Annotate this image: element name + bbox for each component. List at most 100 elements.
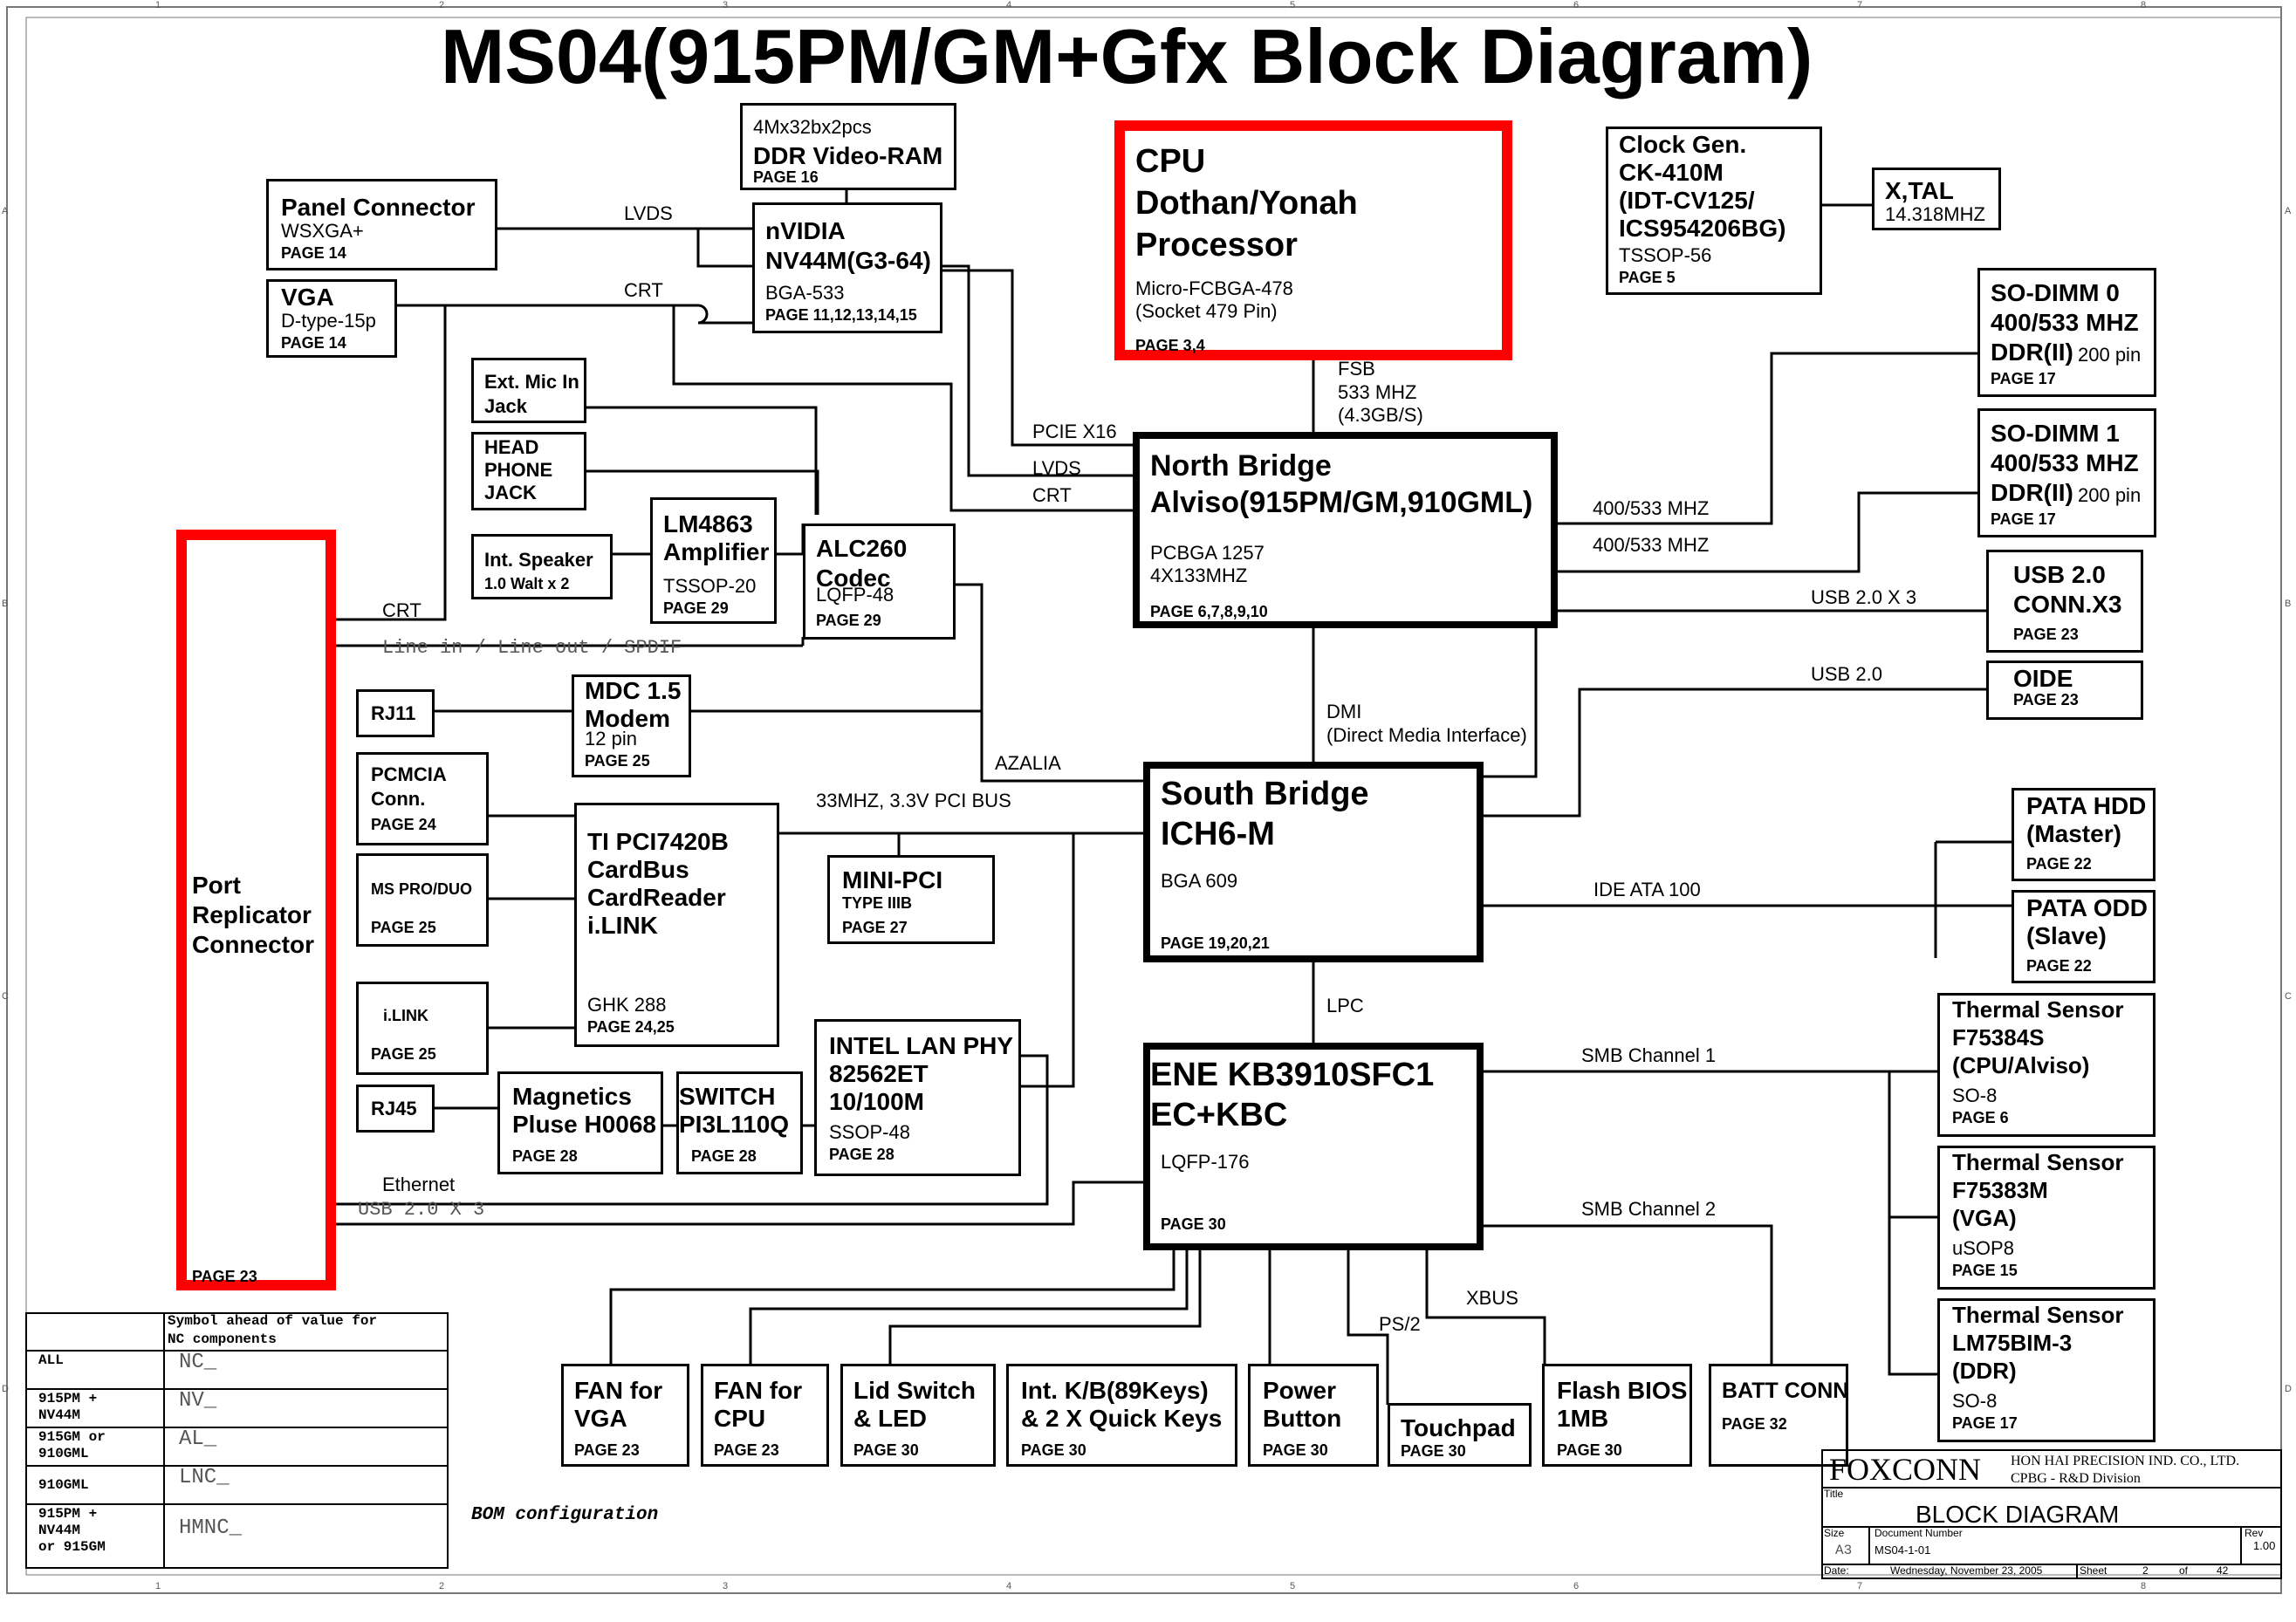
north-bridge-block: North Bridge Alviso(915PM/GM,910GML) PCB… bbox=[1133, 432, 1558, 628]
lm4863-package: TSSOP-20 bbox=[663, 575, 757, 597]
signal-dmi2: (Direct Media Interface) bbox=[1326, 724, 1527, 746]
ilink-name: i.LINK bbox=[383, 1007, 428, 1024]
therm1-name3: (CPU/Alviso) bbox=[1952, 1052, 2090, 1078]
signal-azalia: AZALIA bbox=[995, 752, 1061, 774]
frame-col-3-top: 3 bbox=[723, 0, 729, 10]
frame-col-7-top: 7 bbox=[1857, 0, 1863, 10]
clock-page: PAGE 5 bbox=[1619, 269, 1676, 286]
lan-name2: 82562ET bbox=[829, 1060, 929, 1087]
ene-name1: ENE KB3910SFC1 bbox=[1150, 1057, 1435, 1093]
page-title: MS04(915PM/GM+Gfx Block Diagram) bbox=[441, 13, 1813, 99]
ti-name2: CardBus bbox=[587, 856, 689, 883]
ti-page: PAGE 24,25 bbox=[587, 1018, 675, 1036]
nvidia-name1: nVIDIA bbox=[765, 217, 846, 244]
panel-page: PAGE 14 bbox=[281, 244, 346, 262]
alc260-package: LQFP-48 bbox=[816, 584, 894, 606]
bom-row4-config: 915PM + NV44M or 915GM bbox=[38, 1506, 106, 1556]
vga-name: VGA bbox=[281, 284, 334, 311]
nvidia-page: PAGE 11,12,13,14,15 bbox=[765, 306, 917, 324]
ene-name2: EC+KBC bbox=[1150, 1097, 1288, 1133]
frame-row-b-left: B bbox=[2, 599, 9, 609]
vga-block: VGA D-type-15p PAGE 14 bbox=[266, 279, 397, 358]
therm2-package: uSOP8 bbox=[1952, 1237, 2014, 1259]
minipci-page: PAGE 27 bbox=[842, 919, 908, 936]
rj45-name: RJ45 bbox=[371, 1098, 417, 1119]
panel-resolution: WSXGA+ bbox=[281, 220, 364, 242]
titleblock-of: 42 bbox=[2217, 1564, 2229, 1577]
bom-row1-symbol: NV_ bbox=[179, 1389, 217, 1413]
signal-lpc: LPC bbox=[1326, 995, 1364, 1016]
panel-connector-block: Panel Connector WSXGA+ PAGE 14 bbox=[266, 179, 497, 270]
frame-row-d-right: D bbox=[2285, 1384, 2292, 1394]
bom-row3-config: 910GML bbox=[38, 1477, 89, 1493]
xtal-frequency: 14.318MHZ bbox=[1885, 203, 1985, 225]
frame-col-4-bottom: 4 bbox=[1006, 1581, 1012, 1591]
titleblock-docnum: MS04-1-01 bbox=[1874, 1543, 1931, 1557]
therm1-package: SO-8 bbox=[1952, 1085, 1998, 1106]
port-page: PAGE 23 bbox=[192, 1268, 257, 1285]
oide-block: OIDE PAGE 23 bbox=[1986, 660, 2143, 720]
sodimm1-pins: 200 pin bbox=[2078, 484, 2142, 506]
mspro-page: PAGE 25 bbox=[371, 919, 436, 936]
port-name1: Port bbox=[192, 872, 241, 899]
nvidia-gpu-block: nVIDIA NV44M(G3-64) BGA-533 PAGE 11,12,1… bbox=[752, 202, 942, 333]
clock-name3: (IDT-CV125/ bbox=[1619, 187, 1755, 214]
ilink-page: PAGE 25 bbox=[371, 1045, 436, 1063]
therm2-name2: F75383M bbox=[1952, 1177, 2048, 1203]
bom-row2-config: 915GM or 910GML bbox=[38, 1429, 106, 1462]
pcmcia-page: PAGE 24 bbox=[371, 816, 436, 833]
lid-name2: & LED bbox=[853, 1405, 927, 1432]
alc260-page: PAGE 29 bbox=[816, 612, 881, 629]
pcmcia-name2: Conn. bbox=[371, 788, 426, 810]
frame-col-5-bottom: 5 bbox=[1290, 1581, 1296, 1591]
ms-pro-duo-block: MS PRO/DUO PAGE 25 bbox=[356, 853, 489, 947]
titleblock-rev: 1.00 bbox=[2253, 1539, 2276, 1552]
power-name2: Button bbox=[1263, 1405, 1342, 1432]
sodimm1-block: SO-DIMM 1 400/533 MHZ DDR(II) 200 pin PA… bbox=[1977, 408, 2156, 537]
therm2-name1: Thermal Sensor bbox=[1952, 1149, 2124, 1175]
signal-line-in-out: Line in / Line out / SPDIF bbox=[382, 637, 682, 659]
patahdd-name1: PATA HDD bbox=[2026, 792, 2147, 819]
signal-mem1: 400/533 MHZ bbox=[1593, 497, 1710, 519]
power-button-block: Power Button PAGE 30 bbox=[1248, 1364, 1379, 1467]
therm3-package: SO-8 bbox=[1952, 1390, 1998, 1412]
titleblock-org2: CPBG - R&D Division bbox=[2011, 1471, 2141, 1486]
thermal-sensor-ddr-block: Thermal Sensor LM75BIM-3 (DDR) SO-8 PAGE… bbox=[1937, 1298, 2155, 1442]
lan-package: SSOP-48 bbox=[829, 1121, 910, 1143]
signal-dmi1: DMI bbox=[1326, 701, 1362, 722]
nb-package: PCBGA 1257 bbox=[1150, 542, 1265, 564]
ene-page: PAGE 30 bbox=[1161, 1215, 1226, 1233]
magnetics-page: PAGE 28 bbox=[512, 1147, 578, 1165]
fancpu-page: PAGE 23 bbox=[714, 1441, 779, 1459]
speaker-spec: 1.0 Walt x 2 bbox=[484, 575, 570, 592]
flash-page: PAGE 30 bbox=[1557, 1441, 1622, 1459]
headphone-block: HEAD PHONE JACK bbox=[471, 432, 586, 510]
vga-page: PAGE 14 bbox=[281, 334, 346, 352]
sodimm1-name3: DDR(II) bbox=[1991, 479, 2073, 506]
lid-name1: Lid Switch bbox=[853, 1377, 976, 1404]
clock-name1: Clock Gen. bbox=[1619, 131, 1747, 158]
cpu-name1: CPU bbox=[1135, 143, 1206, 180]
sodimm0-name3: DDR(II) bbox=[1991, 339, 2073, 366]
sb-page: PAGE 19,20,21 bbox=[1161, 934, 1270, 952]
xtal-block: X,TAL 14.318MHZ bbox=[1872, 168, 2001, 230]
bom-row0-symbol: NC_ bbox=[179, 1351, 217, 1374]
frame-row-b-right: B bbox=[2285, 599, 2292, 609]
ti-package: GHK 288 bbox=[587, 994, 667, 1016]
pataodd-name2: (Slave) bbox=[2026, 922, 2107, 949]
ddr-vram-name: DDR Video-RAM bbox=[753, 142, 943, 169]
bom-row0-config: ALL bbox=[38, 1352, 64, 1368]
ext-mic-name2: Jack bbox=[484, 395, 527, 417]
headphone-name1: HEAD bbox=[484, 436, 539, 458]
cpu-socket: (Socket 479 Pin) bbox=[1135, 300, 1278, 322]
bom-caption: BOM configuration bbox=[471, 1505, 659, 1525]
clock-name4: ICS954206BG) bbox=[1619, 215, 1786, 242]
titleblock-org1: HON HAI PRECISION IND. CO., LTD. bbox=[2011, 1454, 2240, 1468]
ext-mic-name1: Ext. Mic In bbox=[484, 371, 579, 393]
frame-col-1-top: 1 bbox=[155, 0, 161, 10]
cpu-name2: Dothan/Yonah bbox=[1135, 185, 1358, 222]
lm4863-amplifier-block: LM4863 Amplifier TSSOP-20 PAGE 29 bbox=[650, 497, 777, 624]
